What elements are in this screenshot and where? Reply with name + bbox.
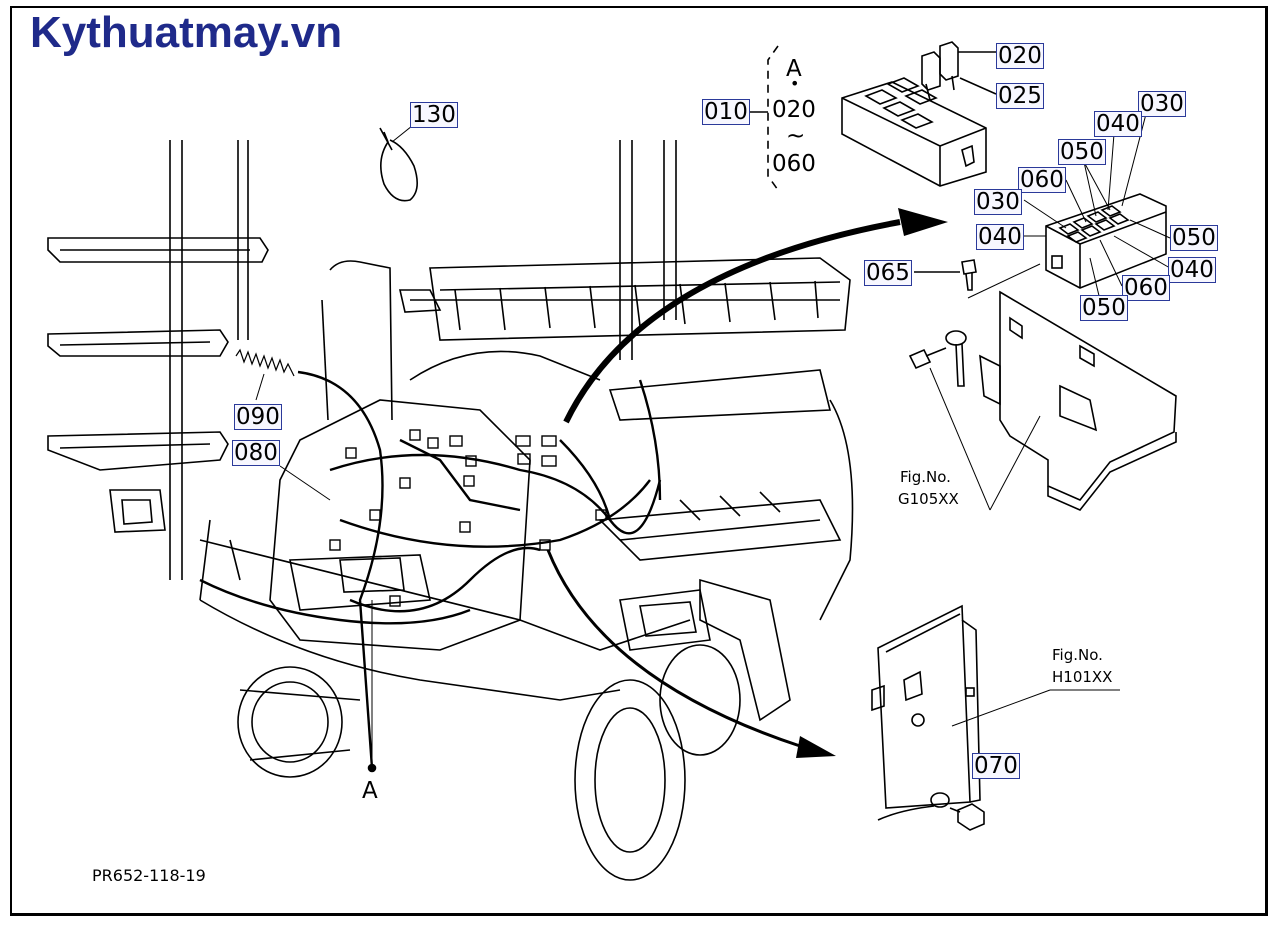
arrow-head-ground-plate (796, 736, 836, 758)
callout-050-top[interactable]: 050 (1058, 139, 1106, 165)
callout-060-right[interactable]: 060 (1122, 275, 1170, 301)
callout-040-left[interactable]: 040 (976, 224, 1024, 250)
bracket-plate-drawing (979, 290, 1177, 511)
range-note-from: 020 (772, 97, 816, 123)
callout-050-right[interactable]: 050 (1170, 225, 1218, 251)
range-bracket-drawing (767, 45, 779, 191)
callout-070[interactable]: 070 (972, 753, 1020, 779)
fig-ref-h101-code[interactable]: H101XX (1052, 668, 1113, 686)
callout-060-left[interactable]: 060 (1018, 167, 1066, 193)
relay-box-drawing (1045, 193, 1167, 289)
diagram-frame (10, 6, 1268, 916)
wheels-drawing (237, 644, 741, 881)
range-note-a: A (786, 56, 802, 82)
arrow-to-ground-plate (546, 549, 801, 748)
callout-030-left[interactable]: 030 (974, 189, 1022, 215)
spring-part-090-drawing (235, 348, 295, 377)
diagram-code: PR652-118-19 (92, 866, 206, 885)
arrow-to-fuse-box (563, 219, 901, 424)
wiring-harness-drawing (199, 370, 662, 769)
fuses-drawing (921, 41, 959, 101)
marker-a: A (362, 778, 378, 804)
range-note-to: 060 (772, 151, 816, 177)
ground-bolt-washer-drawing (908, 330, 967, 387)
range-note-tilde: ~ (786, 123, 806, 149)
callout-040-top[interactable]: 040 (1094, 111, 1142, 137)
arrow-head-fuse-box (898, 208, 948, 236)
callout-090[interactable]: 090 (234, 404, 282, 430)
seedling-rack-drawing (47, 140, 269, 580)
cable-tie-part-130-drawing (379, 127, 418, 202)
machine-body-drawing (109, 260, 854, 722)
brand-logo-text[interactable]: Kythuatmay.vn (30, 8, 343, 57)
callout-020[interactable]: 020 (996, 43, 1044, 69)
fuse-holder-drawing (841, 77, 987, 187)
relay-box-leader-lines (1023, 113, 1171, 301)
callout-040-right[interactable]: 040 (1168, 257, 1216, 283)
callout-080[interactable]: 080 (232, 440, 280, 466)
callout-030-top[interactable]: 030 (1138, 91, 1186, 117)
range-note-dot: • (790, 74, 800, 93)
planting-deck-drawing (398, 140, 851, 360)
bolt-065-drawing (914, 259, 977, 291)
callout-025[interactable]: 025 (996, 83, 1044, 109)
ground-plate-drawing (871, 604, 985, 831)
callout-065[interactable]: 065 (864, 260, 912, 286)
callout-050-bottom[interactable]: 050 (1080, 295, 1128, 321)
fig-ref-g105-code[interactable]: G105XX (898, 490, 959, 508)
callout-130[interactable]: 130 (410, 102, 458, 128)
fig-ref-h101-label: Fig.No. (1052, 646, 1103, 664)
fig-ref-g105-label: Fig.No. (900, 468, 951, 486)
callout-010[interactable]: 010 (702, 99, 750, 125)
harness-connectors (329, 429, 607, 607)
